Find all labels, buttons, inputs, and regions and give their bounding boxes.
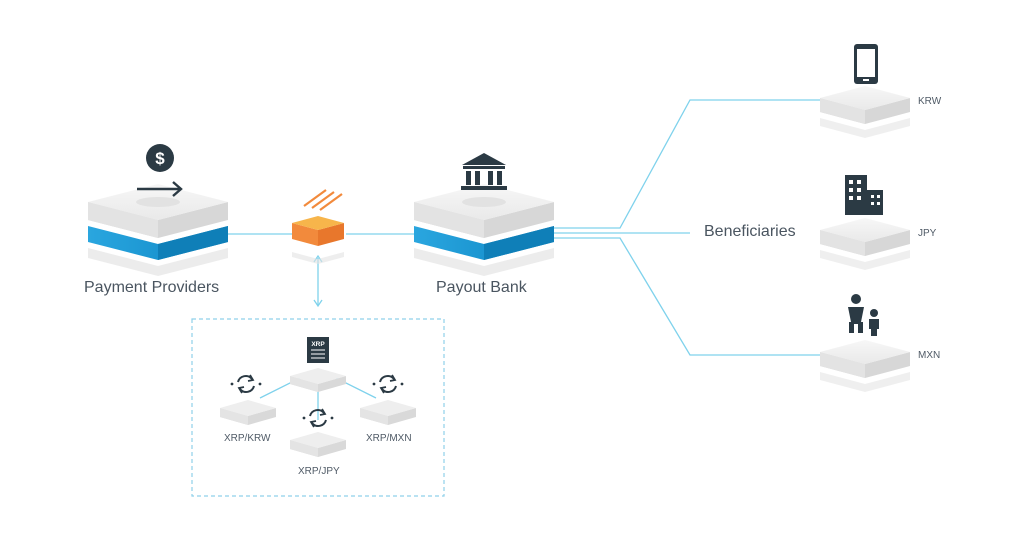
xrp-ledger-icon: XRP [307, 337, 329, 363]
mxn-platform [820, 340, 910, 392]
refresh-cycle-icon [230, 374, 262, 394]
xrp-mxn-label: XRP/MXN [366, 433, 412, 444]
xrp-krw-platform [220, 400, 276, 425]
xrp-badge-label: XRP [311, 341, 325, 348]
jpy-label: JPY [918, 228, 937, 239]
xrp-krw-label: XRP/KRW [224, 433, 271, 444]
jpy-platform [820, 218, 910, 270]
payment-providers-label: Payment Providers [84, 279, 220, 296]
orange-connector-icon [292, 189, 344, 264]
liquidity-box-border [191, 318, 445, 497]
payout-bank-platform [414, 184, 554, 276]
refresh-cycle-icon [302, 408, 334, 428]
refresh-cycle-icon [372, 374, 404, 394]
xrp-jpy-label: XRP/JPY [298, 466, 340, 477]
payout-bank-label: Payout Bank [436, 279, 527, 296]
arrowhead-down-icon [313, 299, 323, 308]
svg-text:$: $ [155, 149, 165, 168]
line-bank-to-krw [553, 99, 820, 229]
family-icon [848, 294, 879, 336]
dollar-circle-arrow-icon: $ [137, 144, 183, 197]
xrp-platform [290, 368, 346, 392]
smartphone-icon [854, 44, 878, 84]
krw-platform [820, 86, 910, 138]
buildings-icon [845, 175, 883, 215]
xrp-jpy-platform [290, 432, 346, 457]
xrp-mxn-platform [360, 400, 416, 425]
beneficiaries-label: Beneficiaries [704, 223, 796, 240]
bank-icon [461, 153, 507, 190]
payment-providers-platform [88, 184, 228, 276]
connector-lines [228, 99, 820, 420]
krw-label: KRW [918, 96, 942, 107]
line-bank-to-mxn [553, 237, 820, 356]
mxn-label: MXN [918, 350, 941, 361]
